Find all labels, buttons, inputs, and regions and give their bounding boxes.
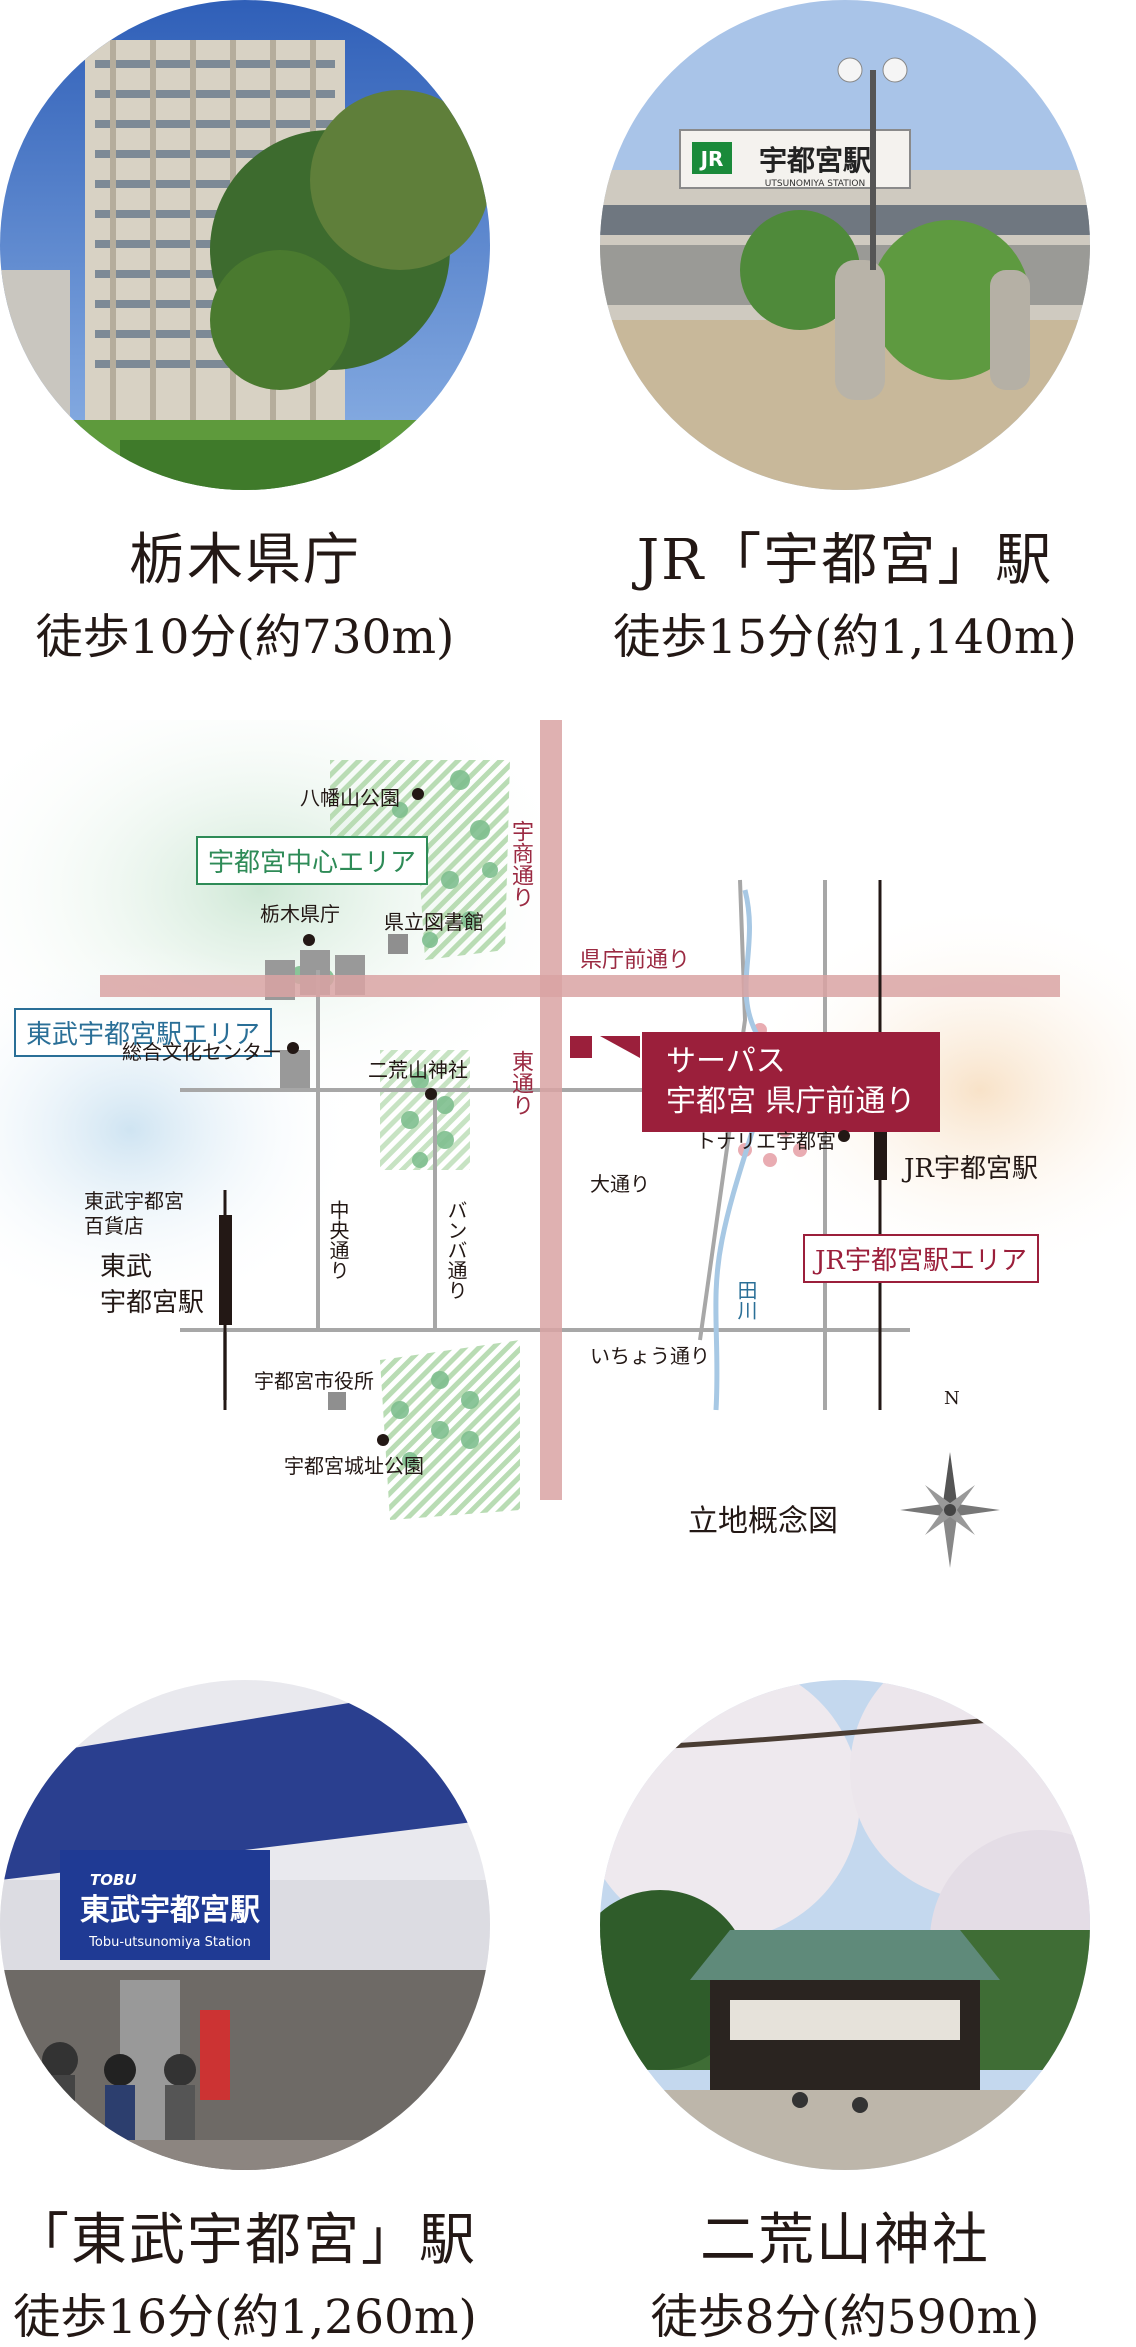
spot-2-walk: 徒歩15分(約1,140m)	[613, 610, 1077, 665]
jr-station-photo: JR 宇都宮駅 UTSUNOMIYA STATION	[600, 0, 1090, 490]
location-map: 宇都宮中心エリア 東武宇都宮駅エリア JR宇都宮駅エリア サーパス 宇都宮 県庁…	[0, 720, 1136, 1620]
dot-bunka	[287, 1042, 299, 1054]
compass-icon	[900, 1452, 1000, 1568]
jr-area-box: JR宇都宮駅エリア	[803, 1234, 1039, 1283]
jr-sign-sub: UTSUNOMIYA STATION	[765, 179, 865, 189]
jr-sign: 宇都宮駅	[759, 144, 871, 177]
spot-4-title: 二荒山神社	[700, 2208, 990, 2273]
place-tobu-dept-2: 百貨店	[84, 1214, 144, 1238]
place-city-hall: 宇都宮市役所	[254, 1369, 374, 1393]
place-castle-park: 宇都宮城址公園	[284, 1454, 424, 1478]
road-kenchomae: 県庁前通り	[580, 948, 691, 973]
place-jr-st: JR宇都宮駅	[904, 1154, 1038, 1184]
road-odori: 大通り	[590, 1172, 650, 1196]
tobu-sign-sub: Tobu-utsunomiya Station	[88, 1935, 251, 1950]
spot-2-title: JR「宇都宮」駅	[636, 528, 1054, 593]
spot-1-walk: 徒歩10分(約730m)	[35, 610, 455, 665]
place-toneria: トナリエ宇都宮	[696, 1129, 836, 1153]
shrine-photo	[600, 1680, 1090, 2170]
spot-3-title: 「東武宇都宮」駅	[13, 2208, 477, 2273]
river-tagawa: 田川	[734, 1280, 758, 1320]
spot-4-walk: 徒歩8分(約590m)	[650, 2290, 1040, 2345]
road-banba: バンバ通り	[444, 1200, 468, 1300]
spot-1-title: 栃木県庁	[129, 528, 361, 593]
spot-3-walk: 徒歩16分(約1,260m)	[13, 2290, 477, 2345]
dot-toneria	[838, 1130, 850, 1142]
tobu-area-box: 東武宇都宮駅エリア	[14, 1008, 273, 1057]
place-library: 県立図書館	[384, 910, 484, 934]
site-name-line1: サーパス	[666, 1044, 786, 1079]
city-hall-building	[328, 1392, 346, 1410]
tobu-sign: 東武宇都宮駅	[80, 1893, 260, 1928]
center-area-box: 宇都宮中心エリア	[196, 836, 429, 885]
library-building	[388, 934, 408, 954]
dot-castle-park	[377, 1434, 389, 1446]
site-callout: サーパス 宇都宮 県庁前通り	[642, 1032, 940, 1132]
place-kencho: 栃木県庁	[260, 902, 340, 926]
jr-logo: JR	[699, 147, 724, 171]
compass-n: N	[944, 1388, 960, 1409]
dot-futaarayama	[425, 1088, 437, 1100]
place-tobu-dept-1: 東武宇都宮	[84, 1189, 184, 1213]
site-name-line2: 宇都宮 県庁前通り	[666, 1084, 916, 1119]
kencho-photo	[0, 0, 490, 490]
road-chuo: 中央通り	[326, 1200, 350, 1280]
road-higashi: 東通り	[508, 1050, 533, 1116]
place-hachimanyama: 八幡山公園	[300, 786, 400, 810]
place-tobu-st-1: 東武	[100, 1252, 153, 1282]
place-tobu-st-2: 宇都宮駅	[100, 1288, 205, 1318]
dot-kencho	[303, 934, 315, 946]
tobu-station-photo: TOBU 東武宇都宮駅 Tobu-utsunomiya Station	[0, 1680, 490, 2170]
place-futaarayama: 二荒山神社	[368, 1058, 468, 1082]
tobu-logo: TOBU	[90, 1871, 137, 1889]
dot-hachimanyama	[412, 788, 424, 800]
place-bunka: 総合文化センター	[122, 1040, 282, 1064]
road-usho: 宇商通り	[508, 820, 533, 908]
road-icho: いちょう通り	[590, 1344, 710, 1368]
map-title: 立地概念図	[688, 1504, 838, 1539]
